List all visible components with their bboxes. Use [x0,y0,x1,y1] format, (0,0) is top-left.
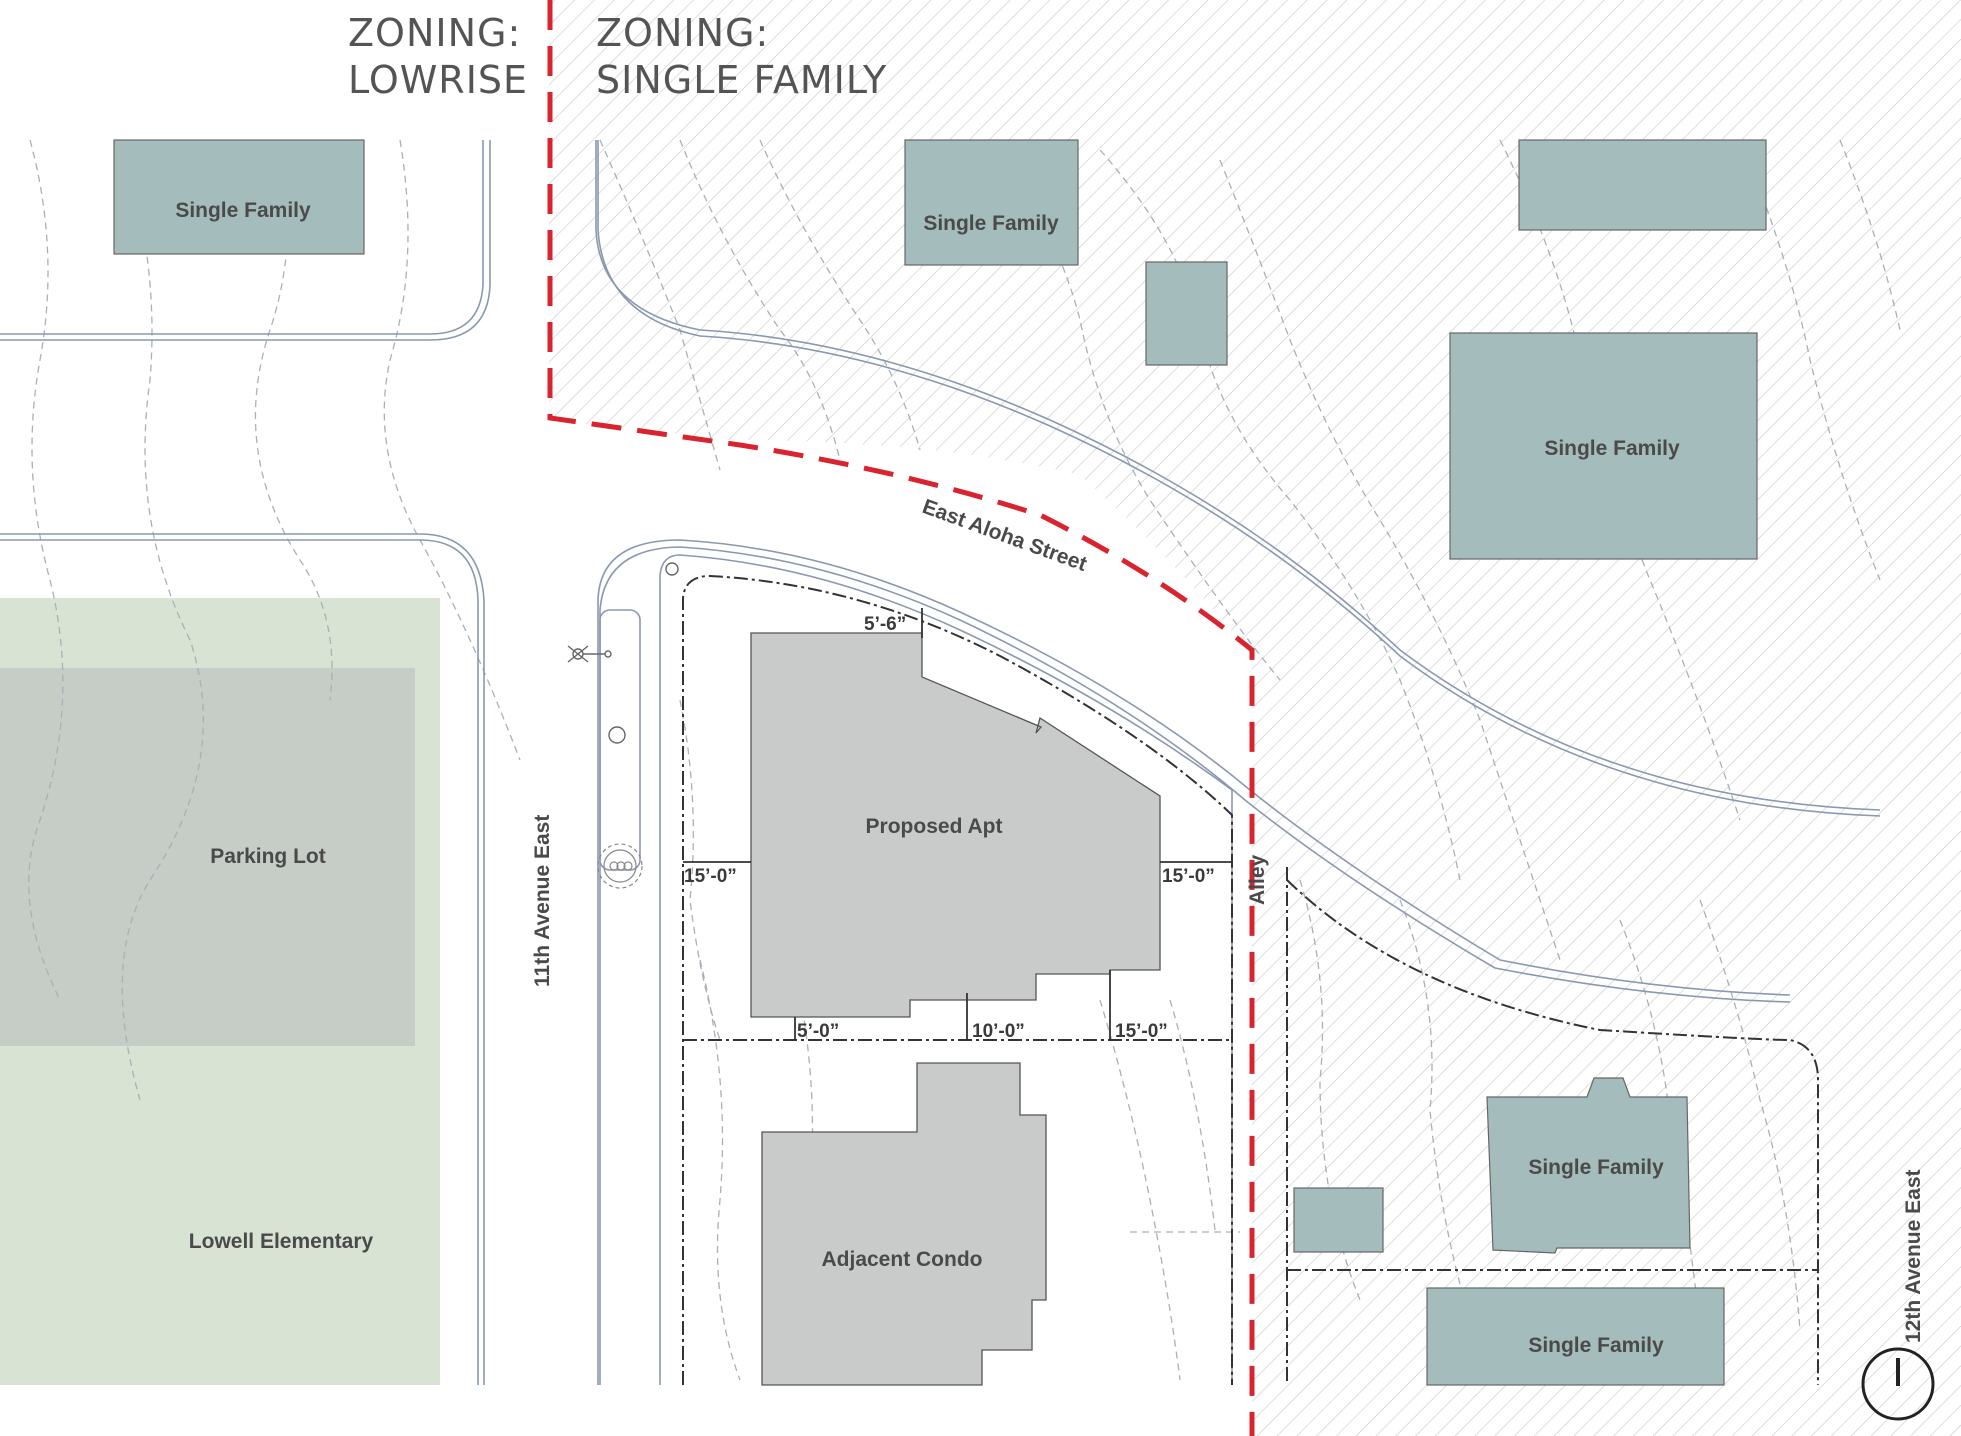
single-family-building [1145,261,1228,366]
setback-label: 15’-0” [1115,1021,1168,1042]
north-arrow-icon [1861,1347,1935,1421]
zoning-lowrise-label: LOWRISE [348,58,528,102]
tree-icon [597,843,643,889]
road-edges [0,140,1881,1385]
building-label: Parking Lot [210,845,326,868]
street-label: East Aloha Street [919,495,1090,576]
zoning-lowrise-label: ZONING: [348,11,521,55]
single-family-building [1293,1187,1384,1253]
street-label: Alley [1246,854,1269,905]
adjacent-condo [761,1062,1047,1386]
single-family-building [1449,332,1758,560]
zoning-single-family-label: SINGLE FAMILY [596,58,887,102]
single-family-building [1486,1077,1691,1254]
single-family-building [1518,139,1767,231]
building-label: Single Family [1528,1334,1664,1357]
parking-lot [0,668,415,1046]
building-label: Single Family [1528,1156,1664,1179]
street-label: 11th Avenue East [531,815,554,987]
zoning-single-family-label: ZONING: [596,11,769,55]
setback-label: 10’-0” [972,1021,1025,1042]
buildings [113,139,1767,1386]
building-label: Single Family [923,212,1059,235]
setback-label: 5’-0” [797,1021,839,1042]
setback-label: 15’-0” [1162,866,1215,887]
single-family-building [1426,1287,1725,1386]
single-family-building [904,139,1079,266]
street-label: 12th Avenue East [1902,1169,1925,1343]
proposed-apartment [750,632,1161,1018]
building-label: Proposed Apt [866,815,1003,838]
setback-dimensions [683,608,1232,1040]
hydrant-icon [567,562,679,744]
building-label: Single Family [175,199,311,222]
setback-label: 15’-0” [684,866,737,887]
setback-label: 5’-6” [864,614,906,635]
building-label: Lowell Elementary [189,1230,374,1253]
property-lines [682,574,1819,1385]
building-label: Adjacent Condo [822,1248,983,1271]
building-label: Single Family [1544,437,1680,460]
single-family-building [113,139,365,255]
